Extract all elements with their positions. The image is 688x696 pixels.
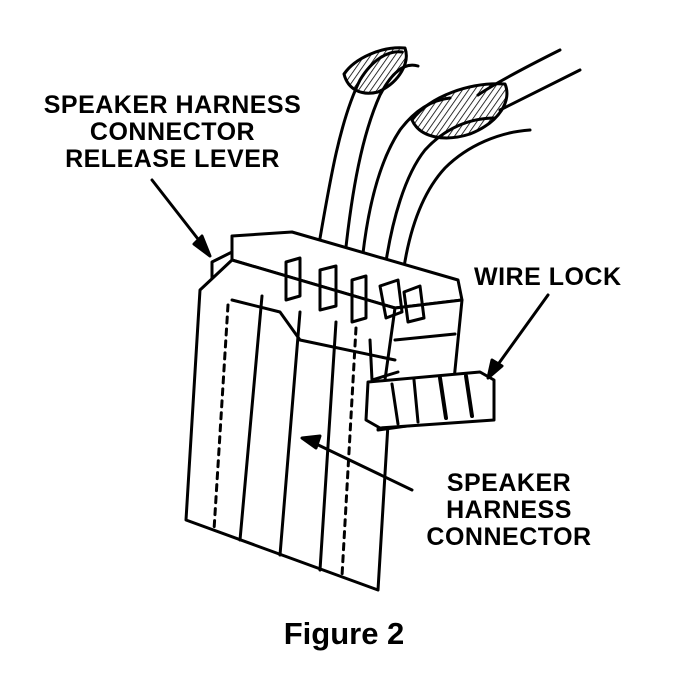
figure-caption: Figure 2 [283, 616, 405, 651]
label-connector-line-3: CONNECTOR [426, 523, 592, 551]
label-release-lever-line-2: CONNECTOR [89, 118, 256, 146]
wire-tape-upper [342, 46, 408, 95]
wire-lock [364, 370, 496, 430]
label-connector-line-1: SPEAKER [446, 469, 572, 497]
label-release-lever-line-1: SPEAKER HARNESS [43, 91, 302, 119]
label-speaker-harness-connector: SPEAKER HARNESS CONNECTOR [414, 470, 604, 551]
wire-tape-right [410, 82, 509, 140]
arrow-release-lever [150, 178, 212, 258]
label-connector-line-2: HARNESS [446, 496, 572, 524]
label-wire-lock: WIRE LOCK [474, 263, 622, 291]
arrow-connector [300, 434, 414, 492]
label-release-lever-line-3: RELEASE LEVER [65, 145, 280, 173]
label-release-lever: SPEAKER HARNESS CONNECTOR RELEASE LEVER [20, 92, 325, 173]
arrow-wire-lock [486, 293, 550, 380]
